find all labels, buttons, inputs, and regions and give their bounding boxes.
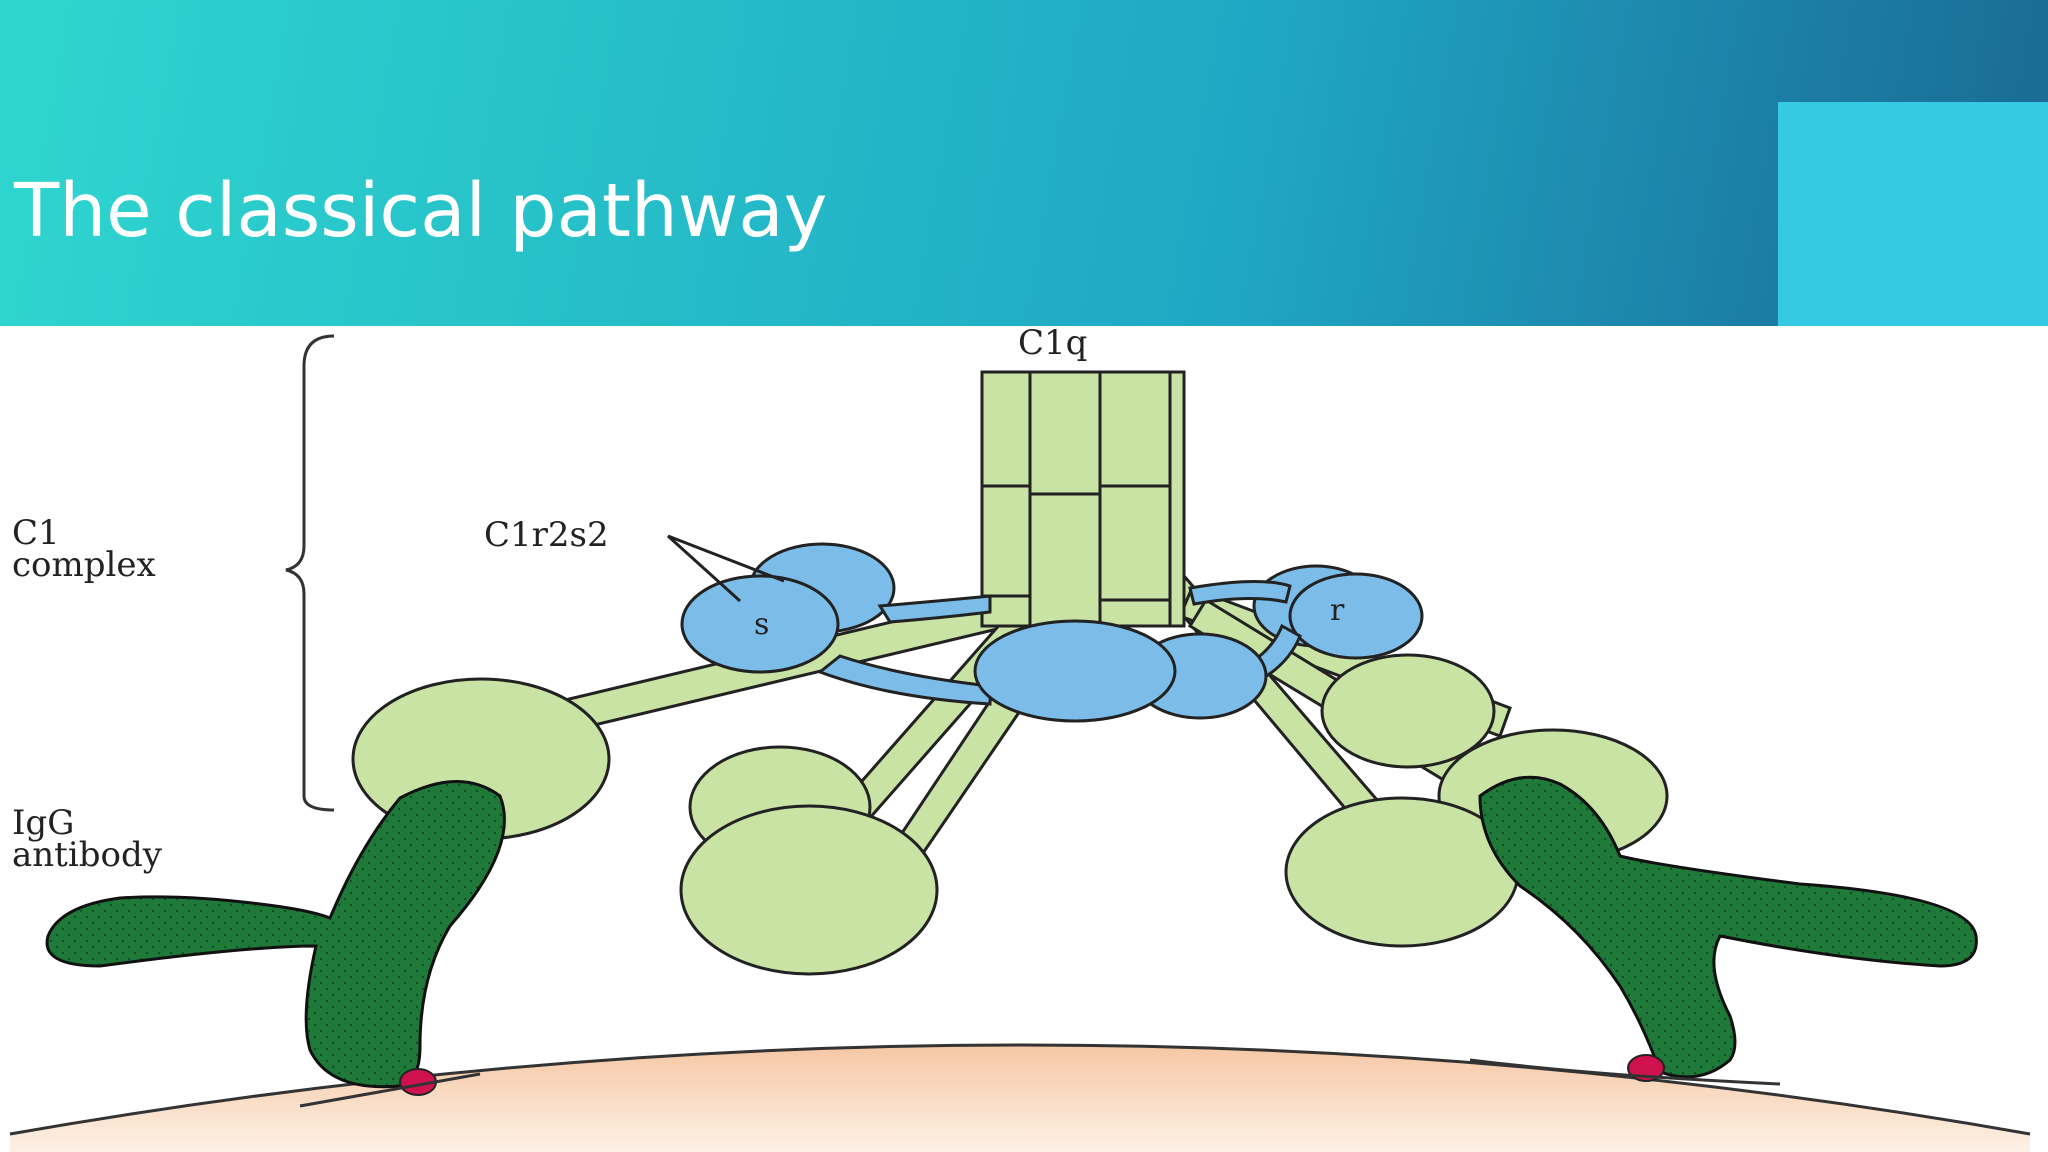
c1r2s2-pointers bbox=[666, 534, 785, 603]
c1q-stalk bbox=[980, 370, 1186, 628]
c1-complex-diagram: C1q C1r2s2 C1 complex IgG antibody s r bbox=[9, 326, 2031, 1152]
label-r: r bbox=[1330, 593, 1345, 628]
label-igg-line2: antibody bbox=[12, 835, 163, 875]
label-c1-line2: complex bbox=[12, 545, 156, 585]
label-c1-line1: C1 bbox=[12, 513, 60, 553]
label-igg-line1: IgG bbox=[12, 803, 74, 843]
membrane-line-right bbox=[1469, 1058, 1781, 1086]
accent-block bbox=[1778, 102, 2048, 326]
label-s: s bbox=[754, 607, 769, 642]
cell-membrane bbox=[10, 1045, 2030, 1152]
label-c1q: C1q bbox=[1018, 326, 1087, 363]
membrane-outline bbox=[9, 1043, 2031, 1136]
igg-antibody-right bbox=[1478, 775, 1978, 1079]
slide-header bbox=[0, 0, 2048, 326]
c1r2s2-complex bbox=[680, 542, 1424, 723]
c1-complex-bracket bbox=[285, 334, 335, 812]
membrane-line-left bbox=[299, 1072, 481, 1108]
label-c1r2s2: C1r2s2 bbox=[484, 515, 609, 555]
igg-antibody-left bbox=[45, 780, 506, 1089]
slide-title: The classical pathway bbox=[14, 168, 828, 254]
